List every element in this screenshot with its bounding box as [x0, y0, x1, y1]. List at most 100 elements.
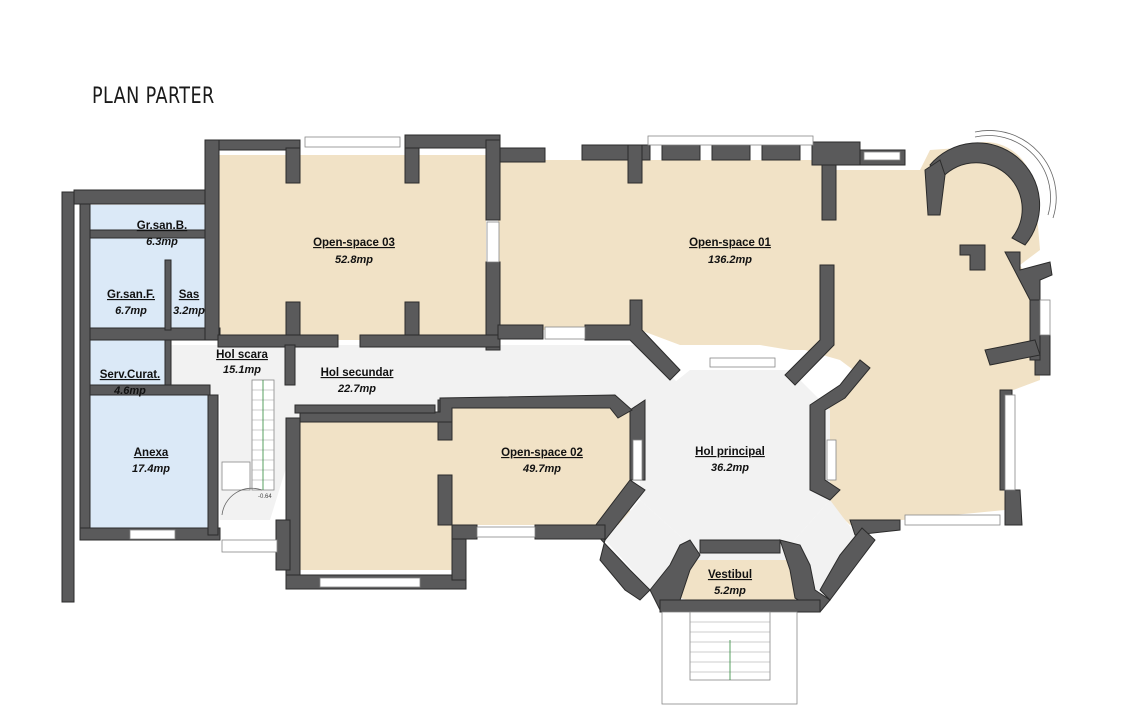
stair-door-arc — [221, 487, 263, 516]
walls — [61, 134, 1053, 613]
room-area: 6.3mp — [146, 236, 178, 248]
wall-os01-inner-right — [784, 264, 835, 386]
room-sas: Sas 3.2mp — [173, 289, 205, 317]
wall-wet-bottom — [89, 327, 221, 341]
wall-os01-bottom2 — [584, 299, 681, 381]
window-tower-arc2 — [974, 130, 1057, 219]
floor-anexa — [90, 395, 210, 530]
wall-os01-top1 — [499, 147, 546, 163]
room-area: 17.4mp — [132, 463, 170, 475]
window-hp-left — [632, 439, 643, 481]
room-name: Open-space 01 — [689, 237, 771, 249]
stair-exit-step — [221, 539, 278, 553]
room-hol-scara: Hol scara 15.1mp — [216, 349, 268, 376]
room-name: Anexa — [134, 447, 169, 459]
room-area: 136.2mp — [708, 254, 752, 266]
stair-level-label: -0.64 — [258, 494, 272, 500]
windows — [129, 130, 1057, 588]
window-os01-south — [904, 514, 1001, 526]
door-os01-bottom — [544, 326, 586, 340]
wall-stair-right — [275, 519, 291, 571]
wall-corr-div — [284, 344, 296, 386]
room-name: Open-space 03 — [313, 237, 395, 249]
room-hol-secundar: Hol secundar 22.7mp — [321, 367, 394, 395]
floor-vestibul — [670, 560, 810, 600]
window-east1 — [1039, 299, 1051, 336]
room-area: 3.2mp — [173, 305, 205, 317]
window-os02-south — [476, 526, 536, 538]
room-name: Hol principal — [695, 446, 765, 458]
room-area: 5.2mp — [714, 585, 746, 597]
floor-os02 — [298, 398, 630, 570]
room-area: 36.2mp — [711, 462, 749, 474]
wall-sas-left — [164, 259, 172, 331]
wall-tower-stub — [959, 244, 986, 271]
wall-east-bottom — [1004, 489, 1023, 526]
wall-left-inner — [79, 203, 91, 540]
floor-hol-principal — [640, 370, 830, 545]
window-os01-top — [647, 135, 814, 146]
wall-os01-top3 — [661, 144, 701, 161]
wall-hp-bottom-left — [591, 529, 651, 601]
wall-os01-top5 — [761, 144, 801, 161]
wall-corr-bottom — [294, 404, 436, 414]
wall-os01-stub2 — [821, 164, 837, 221]
wall-anexa-top — [89, 384, 211, 396]
wall-os01-bottom1 — [497, 324, 544, 340]
room-labels: Gr.san.B. 6.3mp Gr.san.F. 6.7mp Sas 3.2m… — [100, 220, 772, 597]
floor-os01 — [498, 145, 1040, 525]
stairs-interior: -0.64 — [221, 379, 278, 553]
room-vestibul: Vestibul 5.2mp — [708, 569, 752, 597]
wall-os03-left — [204, 139, 220, 341]
room-name: Gr.san.B. — [137, 220, 188, 232]
wall-os03-stub2 — [404, 147, 420, 184]
wall-os03-right-upper — [485, 139, 501, 221]
room-name: Sas — [179, 289, 199, 301]
room-hol-principal: Hol principal 36.2mp — [695, 446, 765, 474]
wall-east-ledge — [984, 339, 1041, 366]
room-name: Gr.san.F. — [107, 289, 155, 301]
window-tower-arc — [974, 135, 1051, 216]
wall-vest-bottom — [659, 599, 821, 613]
room-open-space-03: Open-space 03 52.8mp — [313, 237, 395, 266]
room-name: Serv.Curat. — [100, 369, 161, 381]
wall-left-top — [73, 189, 215, 205]
stairs-entrance — [661, 611, 798, 705]
room-area: 6.7mp — [115, 305, 147, 317]
plan-title: PLAN PARTER — [92, 84, 215, 109]
room-serv-curat: Serv.Curat. 4.6mp — [100, 369, 161, 397]
wall-os02-bottom-r — [534, 524, 606, 540]
room-open-space-02: Open-space 02 49.7mp — [501, 447, 583, 475]
floor-fills — [90, 142, 1040, 600]
stair-landing — [221, 461, 251, 491]
room-name: Hol scara — [216, 349, 268, 361]
window-anexa — [129, 529, 176, 540]
floor-serv — [90, 340, 170, 390]
room-area: 4.6mp — [113, 385, 146, 397]
room-gr-san-b: Gr.san.B. 6.3mp — [137, 220, 188, 248]
wall-tower-ring — [929, 142, 1041, 246]
room-area: 22.7mp — [337, 383, 376, 395]
window-os03-top — [304, 136, 401, 148]
wall-os03-bottom-l — [217, 334, 339, 348]
room-name: Hol secundar — [321, 367, 394, 379]
room-anexa: Anexa 17.4mp — [132, 447, 170, 475]
wall-os01-stub1 — [627, 144, 643, 184]
room-area: 15.1mp — [223, 364, 261, 376]
wall-os01-top4 — [711, 144, 751, 161]
wall-os02-step-top — [451, 524, 478, 540]
wall-os03-bottom-r — [359, 334, 501, 348]
wall-tower-left — [924, 159, 946, 216]
window-os02-bottom — [319, 577, 421, 588]
wall-os02-stub — [437, 474, 453, 526]
wall-hp-bottom-right — [819, 527, 876, 601]
room-area: 49.7mp — [522, 463, 561, 475]
room-name: Open-space 02 — [501, 447, 583, 459]
window-os01-corner — [863, 151, 901, 161]
window-hp-right — [826, 439, 837, 481]
room-area: 52.8mp — [335, 254, 373, 266]
room-name: Vestibul — [708, 569, 752, 581]
door-hp-top — [709, 357, 776, 368]
wall-os02-top — [299, 394, 633, 423]
wall-serv-right — [164, 339, 172, 386]
